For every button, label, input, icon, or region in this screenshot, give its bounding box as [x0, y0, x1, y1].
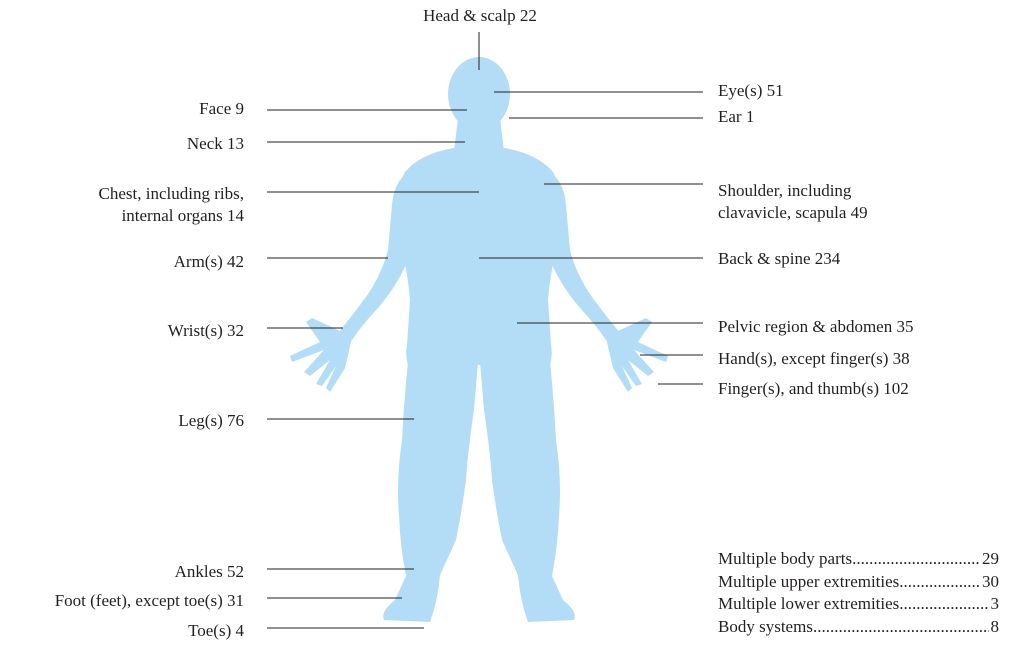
label-wrists: Wrist(s) 32	[40, 320, 244, 342]
leader-dots	[899, 571, 980, 594]
label-toes: Toe(s) 4	[40, 620, 244, 642]
summary-value: 29	[980, 548, 999, 571]
summary-value: 8	[989, 616, 1000, 639]
summary-label: Multiple lower extremities	[718, 593, 899, 616]
summary-value: 3	[989, 593, 1000, 616]
summary-row-multiple-upper-extremities: Multiple upper extremities 30	[718, 571, 999, 594]
label-chest-line1: Chest, including ribs,	[20, 183, 244, 205]
label-ear: Ear 1	[718, 106, 754, 128]
summary-row-multiple-lower-extremities: Multiple lower extremities 3	[718, 593, 999, 616]
left-leg-shape	[383, 362, 478, 622]
leader-dots	[899, 593, 988, 616]
torso-shape	[398, 148, 561, 365]
label-hands: Hand(s), except finger(s) 38	[718, 348, 910, 370]
summary-list: Multiple body parts 29 Multiple upper ex…	[718, 548, 999, 638]
summary-label: Multiple body parts	[718, 548, 852, 571]
label-face: Face 9	[40, 98, 244, 120]
label-neck: Neck 13	[40, 133, 244, 155]
summary-label: Multiple upper extremities	[718, 571, 899, 594]
label-pelvic: Pelvic region & abdomen 35	[718, 316, 913, 338]
summary-label: Body systems	[718, 616, 813, 639]
label-eyes: Eye(s) 51	[718, 80, 784, 102]
label-head: Head & scalp 22	[380, 5, 580, 27]
summary-value: 30	[980, 571, 999, 594]
summary-row-multiple-body-parts: Multiple body parts 29	[718, 548, 999, 571]
right-leg-shape	[480, 362, 575, 622]
label-back: Back & spine 234	[718, 248, 840, 270]
summary-row-body-systems: Body systems 8	[718, 616, 999, 639]
leader-dots	[813, 616, 989, 639]
label-fingers: Finger(s), and thumb(s) 102	[718, 378, 909, 400]
label-arms: Arm(s) 42	[40, 251, 244, 273]
label-foot: Foot (feet), except toe(s) 31	[0, 590, 244, 612]
label-chest-line2: internal organs 14	[20, 205, 244, 227]
leader-dots	[852, 548, 980, 571]
left-arm-shape	[336, 172, 418, 340]
right-arm-shape	[540, 172, 622, 340]
label-shoulder-line1: Shoulder, including	[718, 180, 851, 202]
label-shoulder-line2: clavavicle, scapula 49	[718, 202, 868, 224]
label-ankles: Ankles 52	[20, 561, 244, 583]
label-legs: Leg(s) 76	[40, 410, 244, 432]
